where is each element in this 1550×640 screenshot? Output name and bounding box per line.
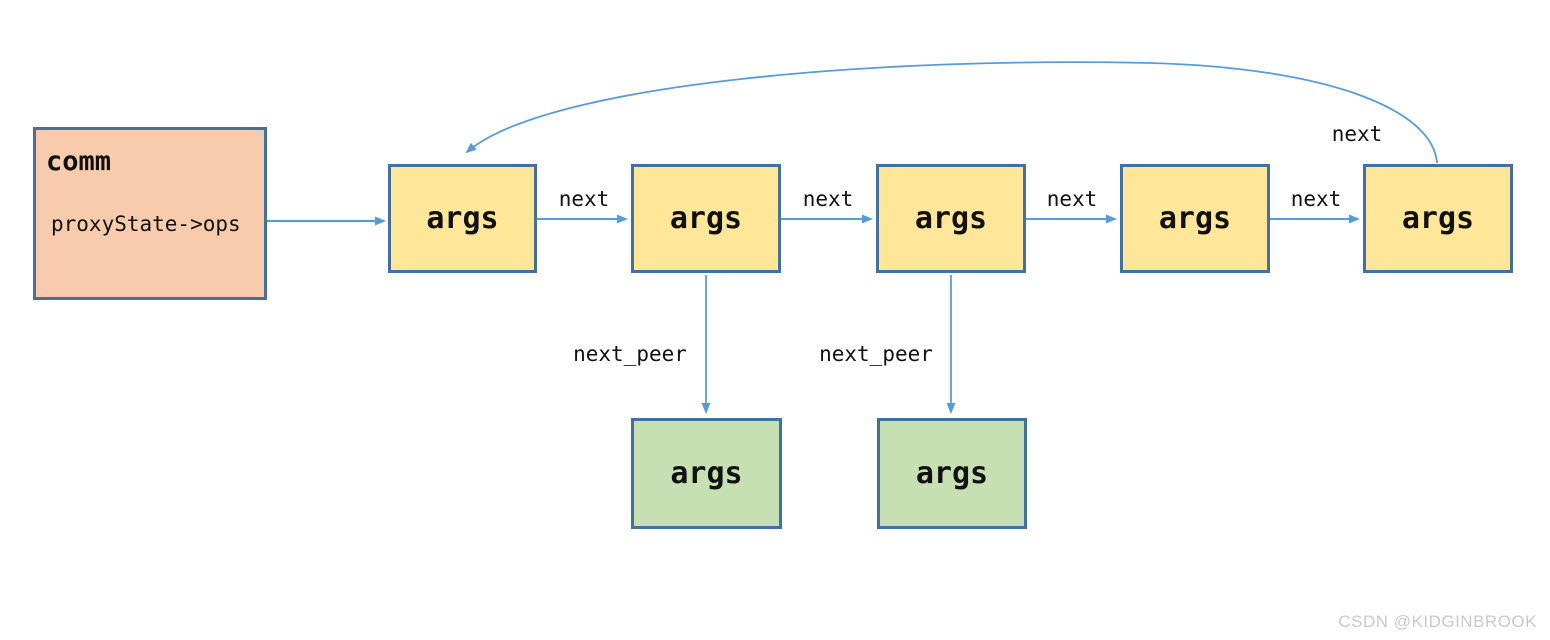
peer-node-2-label: args [915, 456, 989, 491]
list-node-2: args [631, 164, 781, 273]
edge-label-next-3: next [1046, 187, 1098, 211]
list-node-3: args [876, 164, 1026, 273]
list-node-4: args [1120, 164, 1270, 273]
edge-label-next-peer-2: next_peer [819, 342, 933, 366]
peer-node-2: args [877, 418, 1027, 529]
edge-label-next-1: next [558, 187, 610, 211]
edge-label-loop-next: next [1331, 122, 1383, 146]
list-node-2-label: args [669, 201, 743, 236]
peer-node-1: args [631, 418, 782, 529]
list-node-4-label: args [1158, 201, 1232, 236]
edge-label-next-peer-1: next_peer [573, 342, 687, 366]
list-node-1-label: args [426, 201, 499, 236]
peer-node-1-label: args [670, 456, 743, 491]
comm-node: comm proxyState->ops [33, 127, 267, 300]
list-node-5-label: args [1401, 201, 1475, 236]
list-node-5: args [1363, 164, 1513, 273]
comm-field-proxystate-ops: proxyState->ops [51, 212, 241, 236]
edge-label-next-4: next [1290, 187, 1342, 211]
csdn-watermark: CSDN @KIDGINBROOK [1338, 612, 1537, 631]
edge-label-next-2: next [802, 187, 854, 211]
edge-loop-next [465, 61, 1438, 164]
list-node-1: args [388, 164, 537, 273]
comm-title: comm [46, 146, 112, 177]
list-node-3-label: args [914, 201, 988, 236]
